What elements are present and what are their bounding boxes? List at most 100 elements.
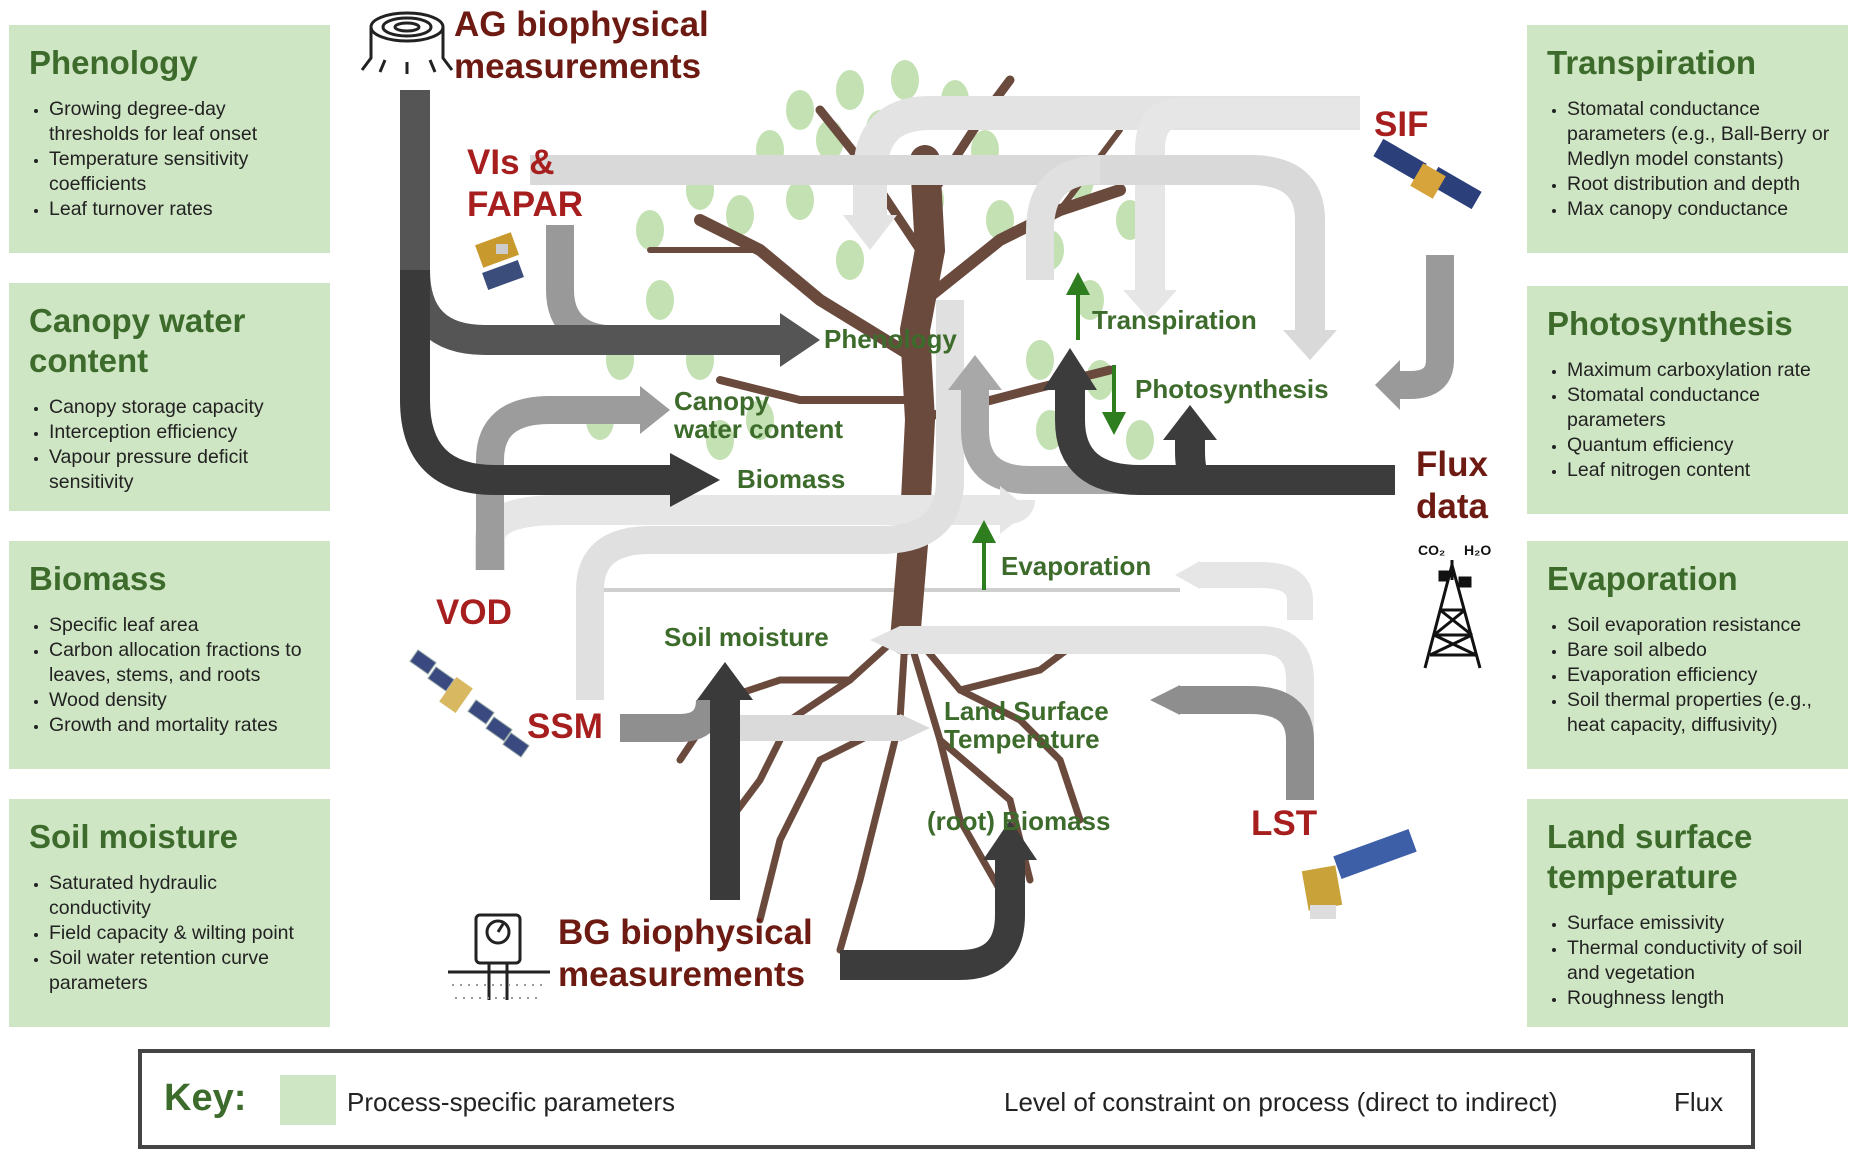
box-photosynthesis-list: Maximum carboxylation rate Stomatal cond… (1547, 358, 1832, 483)
list-item: Specific leaf area (49, 613, 314, 638)
list-item: Growing degree-day thresholds for leaf o… (49, 97, 314, 147)
process-transpiration: Transpiration (1092, 305, 1257, 335)
constraint-arrows (400, 90, 1454, 980)
list-item: Soil evaporation resistance (1567, 613, 1832, 638)
list-item: Leaf turnover rates (49, 197, 314, 222)
arrow-sif-to-phenology-light (1135, 98, 1360, 290)
box-canopy-title: Canopy water content (29, 302, 246, 379)
list-item: Soil water retention curve parameters (49, 946, 314, 996)
arrow-ssm-to-biomass (576, 300, 964, 700)
arrow-sif-to-photosynthesis (1396, 255, 1454, 399)
tree-stump-icon (360, 11, 454, 74)
list-item: Field capacity & wilting point (49, 921, 314, 946)
box-transpiration-list: Stomatal conductance parameters (e.g., B… (1547, 97, 1832, 222)
satellite-vod-icon (409, 649, 530, 758)
box-soil-moisture-list: Saturated hydraulic conductivity Field c… (29, 871, 314, 996)
flux-tower-icon (1423, 560, 1482, 669)
process-phenology: Phenology (824, 324, 957, 354)
list-item: Carbon allocation fractions to leaves, s… (49, 638, 314, 688)
arrow-ag-to-biomass (400, 270, 670, 495)
box-biomass-list: Specific leaf area Carbon allocation fra… (29, 613, 314, 738)
source-bg-biophysical: BG biophysical measurements (558, 913, 813, 994)
process-soil-moisture: Soil moisture (664, 622, 829, 652)
arrow-flux-to-photosynthesis (1175, 435, 1208, 495)
list-item: Interception efficiency (49, 420, 314, 445)
process-evaporation: Evaporation (1001, 551, 1152, 581)
list-item: Saturated hydraulic conductivity (49, 871, 314, 921)
box-photosynthesis-title: Photosynthesis (1547, 305, 1793, 342)
arrow-bg-to-root (840, 860, 1025, 980)
box-transpiration-title: Transpiration (1547, 44, 1757, 81)
process-root-biomass: (root) Biomass (927, 806, 1111, 836)
box-biomass: Biomass Specific leaf area Carbon alloca… (9, 541, 330, 769)
key-flux-label: Flux (1674, 1087, 1724, 1117)
arrow-vod-to-canopy (476, 396, 640, 570)
arrow-flux-to-transpiration (1055, 390, 1395, 495)
box-phenology: Phenology Growing degree-day thresholds … (9, 25, 330, 253)
list-item: Bare soil albedo (1567, 638, 1832, 663)
list-item: Canopy storage capacity (49, 395, 314, 420)
process-canopy-water: Canopy water content (674, 386, 844, 444)
box-evaporation: Evaporation Soil evaporation resistance … (1527, 541, 1848, 769)
satellite-vis-icon (475, 232, 524, 290)
list-item: Quantum efficiency (1567, 433, 1832, 458)
list-item: Stomatal conductance parameters (e.g., B… (1567, 97, 1832, 172)
box-phenology-list: Growing degree-day thresholds for leaf o… (29, 97, 314, 222)
soil-probe-icon (448, 913, 550, 1000)
tower-co2-label: CO₂ (1418, 542, 1445, 558)
arrow-lst-to-evaporation (1200, 562, 1313, 620)
box-soil-moisture-title: Soil moisture (29, 818, 239, 855)
tower-h2o-label: H₂O (1464, 542, 1491, 558)
list-item: Growth and mortality rates (49, 713, 314, 738)
box-photosynthesis: Photosynthesis Maximum carboxylation rat… (1527, 286, 1848, 514)
process-biomass: Biomass (737, 464, 846, 494)
list-item: Stomatal conductance parameters (1567, 383, 1832, 433)
list-item: Roughness length (1567, 986, 1832, 1011)
list-item: Wood density (49, 688, 314, 713)
key-title: Key: (164, 1077, 247, 1119)
box-phenology-title: Phenology (29, 44, 198, 81)
source-flux-data: Flux data (1416, 445, 1488, 526)
arrow-lst-to-lst (1180, 686, 1314, 800)
arrow-vis-to-lst-light (1026, 156, 1101, 280)
box-land-surface-temperature-title: Land surface temperature (1547, 818, 1753, 895)
source-vod: VOD (436, 593, 512, 632)
list-item: Temperature sensitivity coefficients (49, 147, 314, 197)
box-biomass-title: Biomass (29, 560, 167, 597)
box-evaporation-title: Evaporation (1547, 560, 1738, 597)
list-item: Max canopy conductance (1567, 197, 1832, 222)
list-item: Evaporation efficiency (1567, 663, 1832, 688)
legend-key: Key: Process-specific parameters Level o… (138, 1049, 1755, 1149)
box-evaporation-list: Soil evaporation resistance Bare soil al… (1547, 613, 1832, 738)
list-item: Soil thermal properties (e.g., heat capa… (1567, 688, 1832, 738)
source-ag-biophysical: AG biophysical measurements (454, 5, 709, 86)
process-land-surface-temperature: Land Surface Temperature (944, 696, 1109, 754)
list-item: Maximum carboxylation rate (1567, 358, 1832, 383)
box-canopy: Canopy water content Canopy storage capa… (9, 283, 330, 511)
satellite-sif-icon (1373, 138, 1482, 210)
arrow-ssm-to-soil-medium (620, 699, 724, 742)
source-lst: LST (1251, 804, 1318, 843)
arrow-lst-to-soil (900, 626, 1314, 800)
box-land-surface-temperature-list: Surface emissivity Thermal conductivity … (1547, 911, 1832, 1011)
box-canopy-list: Canopy storage capacity Interception eff… (29, 395, 314, 495)
key-params-label: Process-specific parameters (347, 1087, 675, 1117)
process-photosynthesis: Photosynthesis (1135, 374, 1329, 404)
list-item: Surface emissivity (1567, 911, 1832, 936)
list-item: Vapour pressure deficit sensitivity (49, 445, 314, 495)
box-transpiration: Transpiration Stomatal conductance param… (1527, 25, 1848, 253)
key-constraint-label: Level of constraint on process (direct t… (1004, 1087, 1558, 1117)
source-ssm: SSM (527, 707, 603, 746)
key-params-swatch (280, 1075, 336, 1125)
list-item: Thermal conductivity of soil and vegetat… (1567, 936, 1832, 986)
source-vis-fapar: VIs & FAPAR (467, 143, 584, 224)
box-land-surface-temperature: Land surface temperature Surface emissiv… (1527, 799, 1848, 1027)
arrow-flux-to-phenology-mid (961, 390, 1300, 494)
arrowheads (640, 215, 1400, 860)
list-item: Root distribution and depth (1567, 172, 1832, 197)
flux-arrows (972, 272, 1126, 590)
box-soil-moisture: Soil moisture Saturated hydraulic conduc… (9, 799, 330, 1027)
satellite-lst-icon (1301, 829, 1417, 919)
arrow-vis-to-transpiration (530, 155, 1325, 330)
